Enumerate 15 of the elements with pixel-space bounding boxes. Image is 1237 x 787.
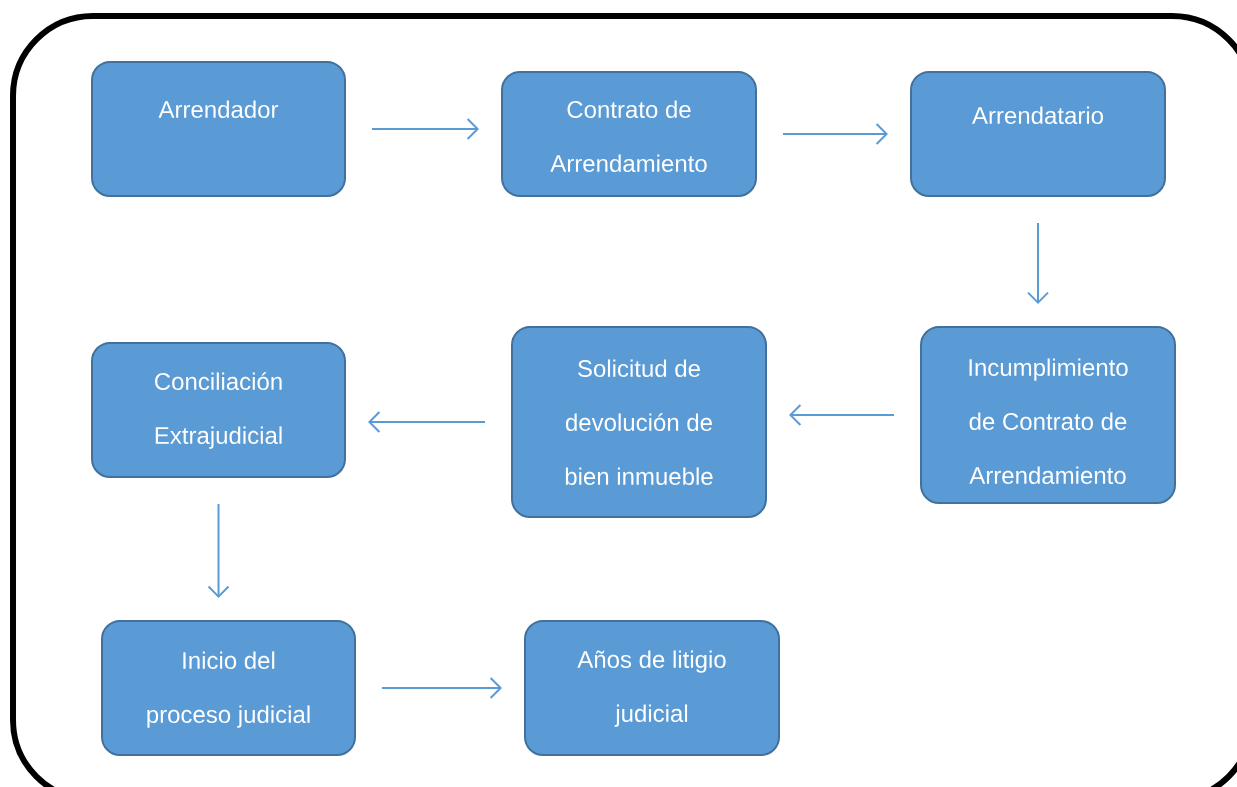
process-box: Contrato de Arrendamiento bbox=[501, 71, 757, 197]
arrow bbox=[381, 677, 502, 699]
arrow bbox=[1027, 222, 1049, 304]
arrow bbox=[207, 503, 230, 598]
arrow bbox=[782, 123, 888, 145]
process-box: Solicitud de devolución de bien inmueble bbox=[511, 326, 767, 518]
process-box: Conciliación Extrajudicial bbox=[91, 342, 346, 478]
arrow bbox=[789, 404, 895, 426]
arrow bbox=[368, 411, 486, 433]
process-box: Años de litigio judicial bbox=[524, 620, 780, 756]
process-box: Arrendatario bbox=[910, 71, 1166, 197]
process-box: Incumplimiento de Contrato de Arrendamiento bbox=[920, 326, 1176, 504]
process-box: Arrendador bbox=[91, 61, 346, 197]
arrow bbox=[371, 118, 479, 140]
process-box: Inicio del proceso judicial bbox=[101, 620, 356, 756]
